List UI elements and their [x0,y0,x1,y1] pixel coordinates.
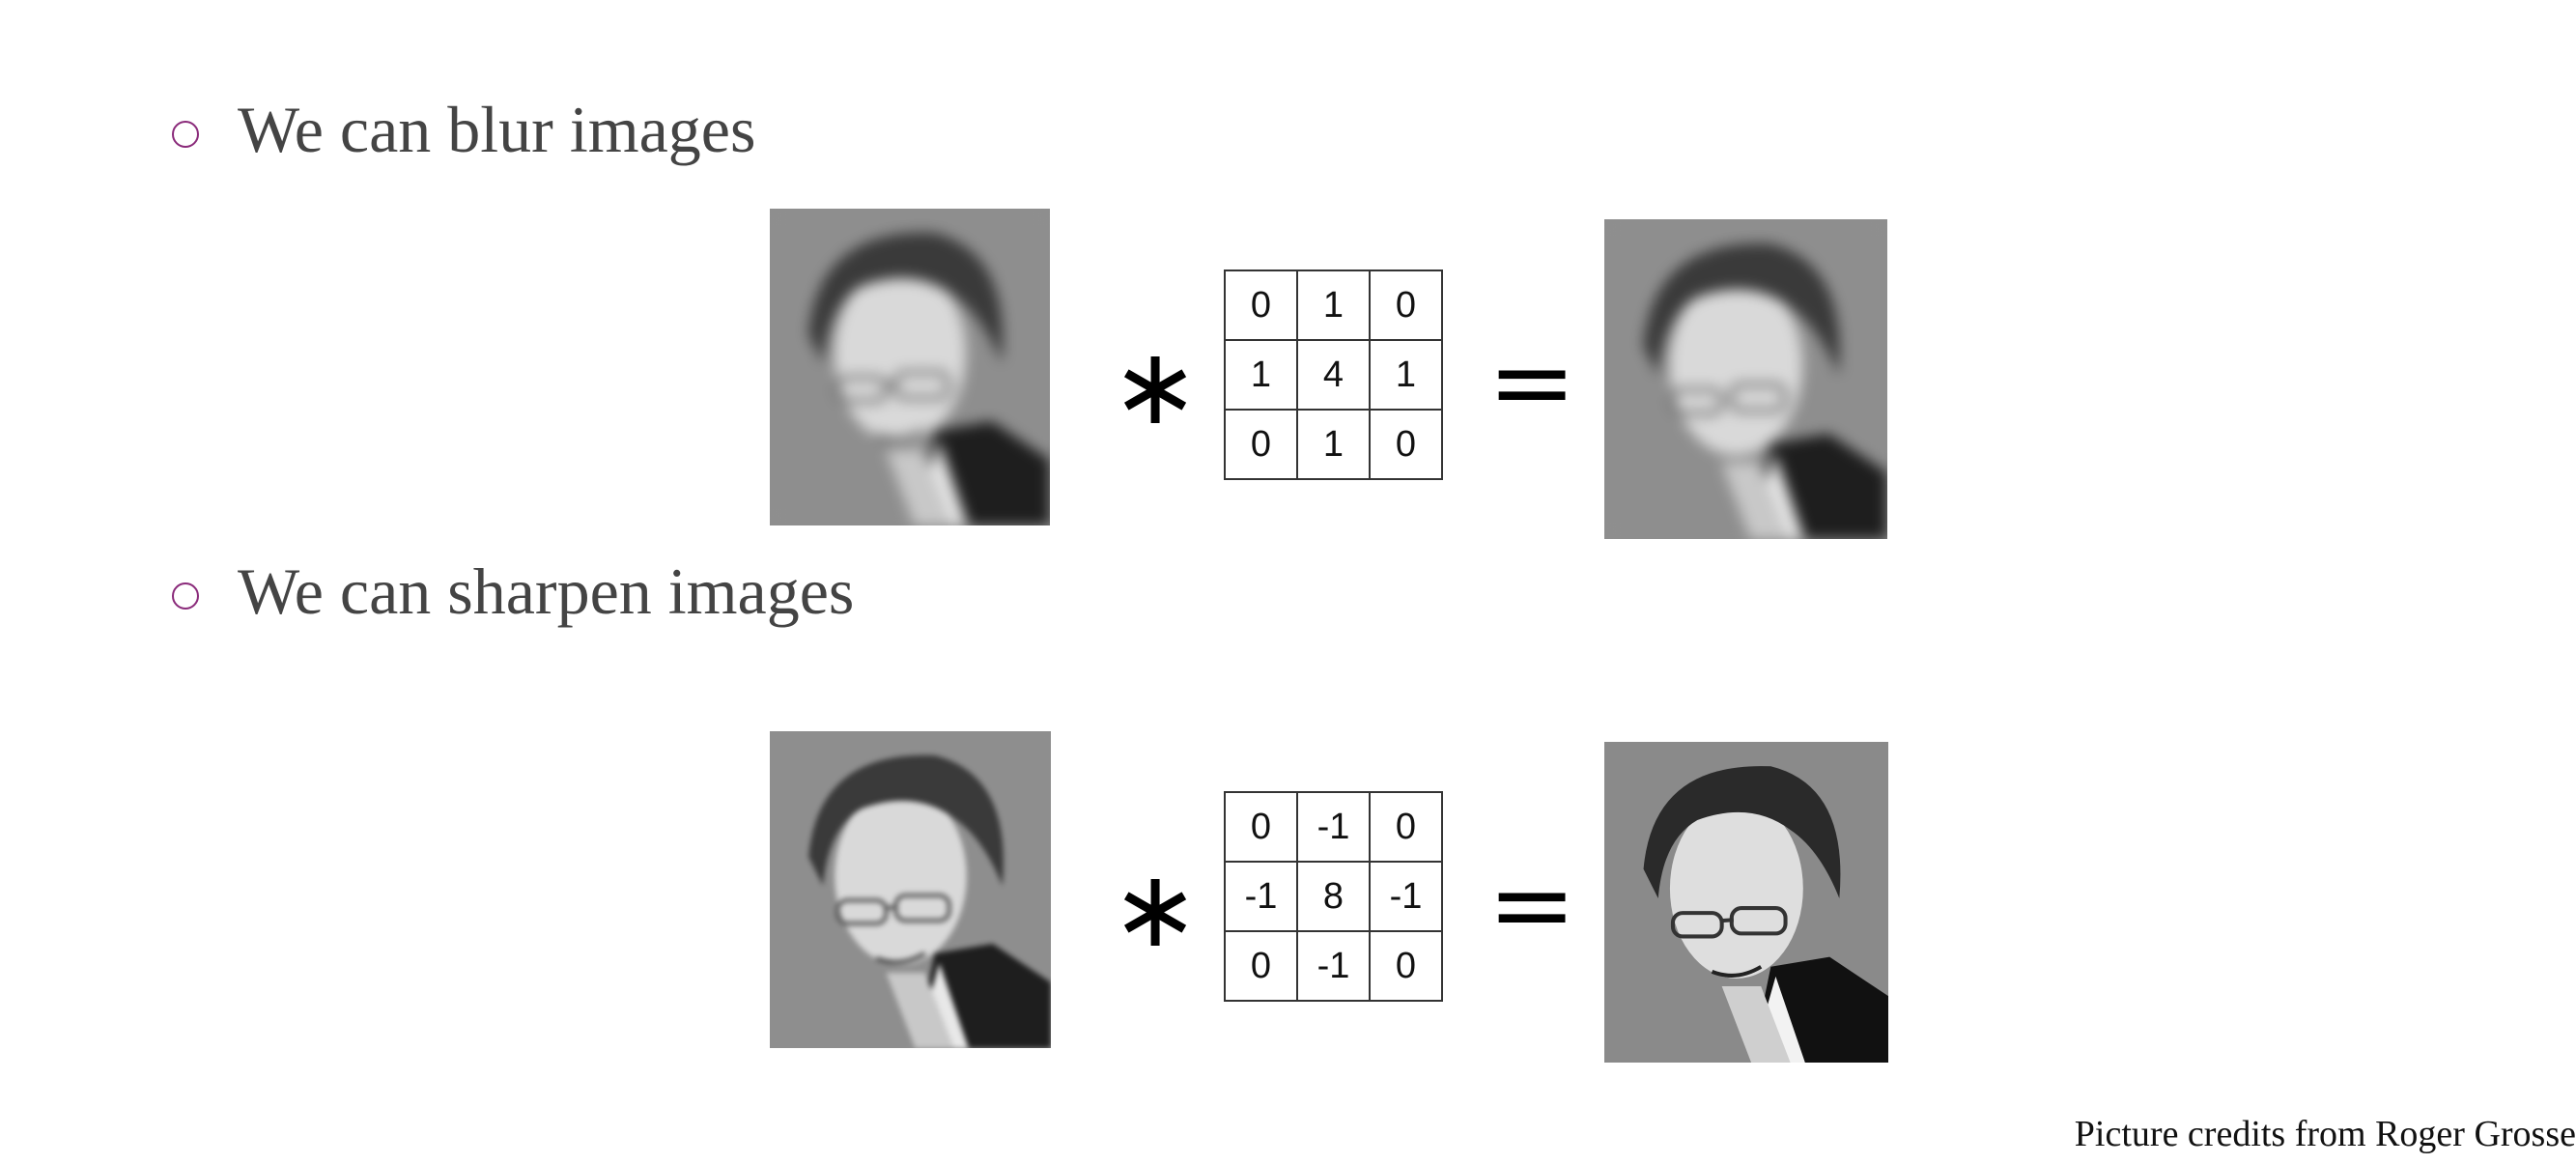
kernel-cell: 0 [1369,791,1443,863]
kernel-cell: 0 [1369,930,1443,1002]
kernel-cell: 0 [1224,791,1298,863]
convolution-operator: ∗ [1111,325,1201,448]
input-portrait-photo [770,731,1051,1048]
kernel-cell: 0 [1224,270,1298,341]
kernel-row: 1 4 1 [1224,339,1443,411]
kernel-cell: -1 [1369,861,1443,932]
kernel-cell: 0 [1369,270,1443,341]
kernel-cell: 0 [1224,409,1298,480]
equals-operator: = [1487,320,1577,443]
bullet-text: We can sharpen images [238,554,855,628]
kernel-row: 0 -1 0 [1224,791,1443,863]
kernel-cell: -1 [1224,861,1298,932]
sharpened-output-photo [1604,742,1888,1063]
bullet-item-sharpen: We can sharpen images [172,558,854,624]
sharpen-kernel-matrix: 0 -1 0 -1 8 -1 0 -1 0 [1224,791,1443,1002]
circle-bullet-icon [172,582,199,610]
circle-bullet-icon [172,121,199,148]
kernel-cell: 1 [1296,270,1371,341]
blur-kernel-matrix: 0 1 0 1 4 1 0 1 0 [1224,270,1443,480]
kernel-row: 0 1 0 [1224,409,1443,480]
kernel-row: -1 8 -1 [1224,861,1443,932]
kernel-cell: 4 [1296,339,1371,411]
kernel-cell: 0 [1224,930,1298,1002]
kernel-cell: 1 [1224,339,1298,411]
input-portrait-photo [770,209,1050,525]
equals-operator: = [1487,842,1577,966]
kernel-row: 0 -1 0 [1224,930,1443,1002]
kernel-cell: -1 [1296,791,1371,863]
kernel-cell: 1 [1369,339,1443,411]
convolution-operator: ∗ [1111,847,1201,971]
picture-credit: Picture credits from Roger Grosse [2074,1114,2576,1154]
kernel-cell: 8 [1296,861,1371,932]
bullet-text: We can blur images [238,93,756,166]
kernel-row: 0 1 0 [1224,270,1443,341]
kernel-cell: -1 [1296,930,1371,1002]
blurred-output-photo [1604,219,1887,539]
kernel-cell: 1 [1296,409,1371,480]
bullet-item-blur: We can blur images [172,97,755,162]
kernel-cell: 0 [1369,409,1443,480]
